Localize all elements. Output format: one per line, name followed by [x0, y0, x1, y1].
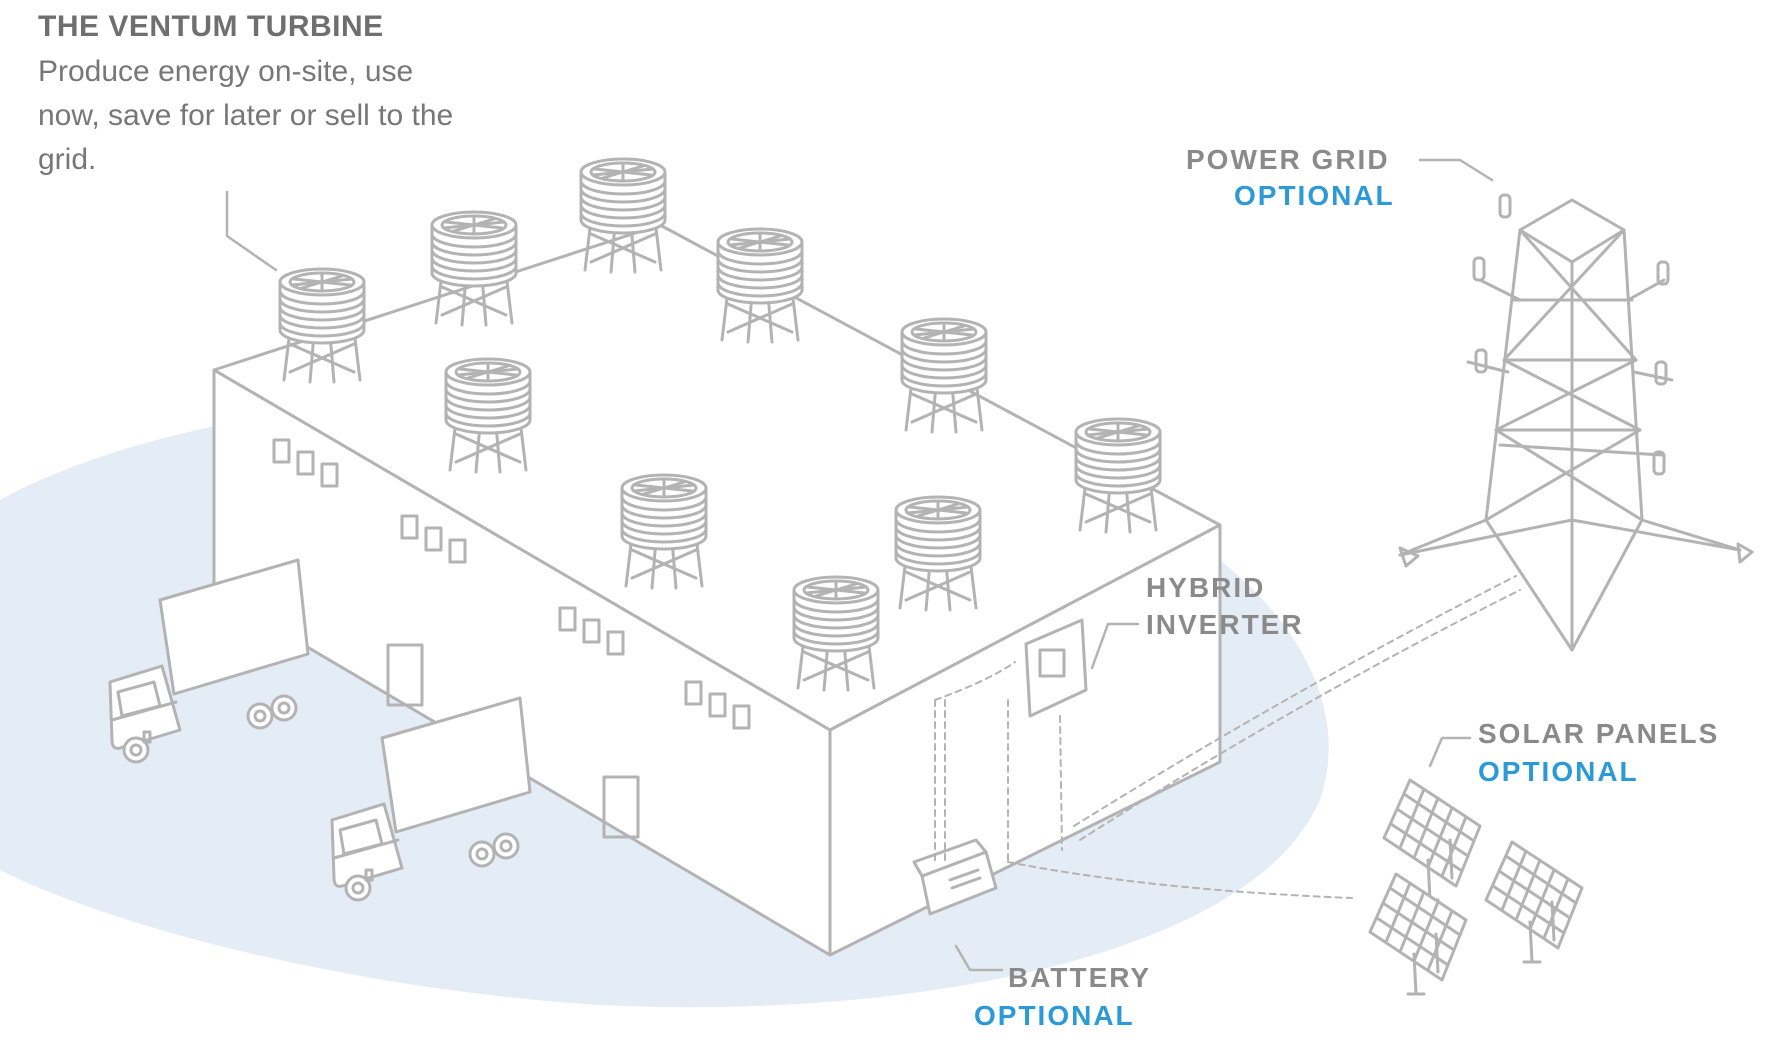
warehouse-building	[212, 223, 1222, 957]
leader-lines	[225, 158, 1494, 972]
hybrid-inverter-label-line1: HYBRID	[1146, 572, 1266, 603]
battery-unit	[912, 838, 998, 916]
hybrid-inverter-label-line2: INVERTER	[1146, 609, 1304, 640]
battery-label: BATTERY	[1008, 962, 1152, 993]
power-grid-optional-label: OPTIONAL	[1234, 180, 1395, 211]
power-tower	[1398, 193, 1754, 652]
energy-flows	[934, 575, 1521, 899]
solar-panel	[1484, 840, 1584, 964]
solar-panel	[1368, 872, 1468, 996]
solar-panels-label: SOLAR PANELS	[1478, 718, 1720, 749]
solar-panels-optional-label: OPTIONAL	[1478, 756, 1639, 787]
power-grid-label: POWER GRID	[1186, 144, 1390, 175]
battery-optional-label: OPTIONAL	[974, 1000, 1135, 1031]
hybrid-inverter-unit	[1024, 618, 1088, 718]
line-art	[108, 157, 1754, 996]
diagram-title: THE VENTUM TURBINE	[38, 10, 384, 43]
diagram-description: Produce energy on-site, use now, save fo…	[38, 55, 454, 176]
